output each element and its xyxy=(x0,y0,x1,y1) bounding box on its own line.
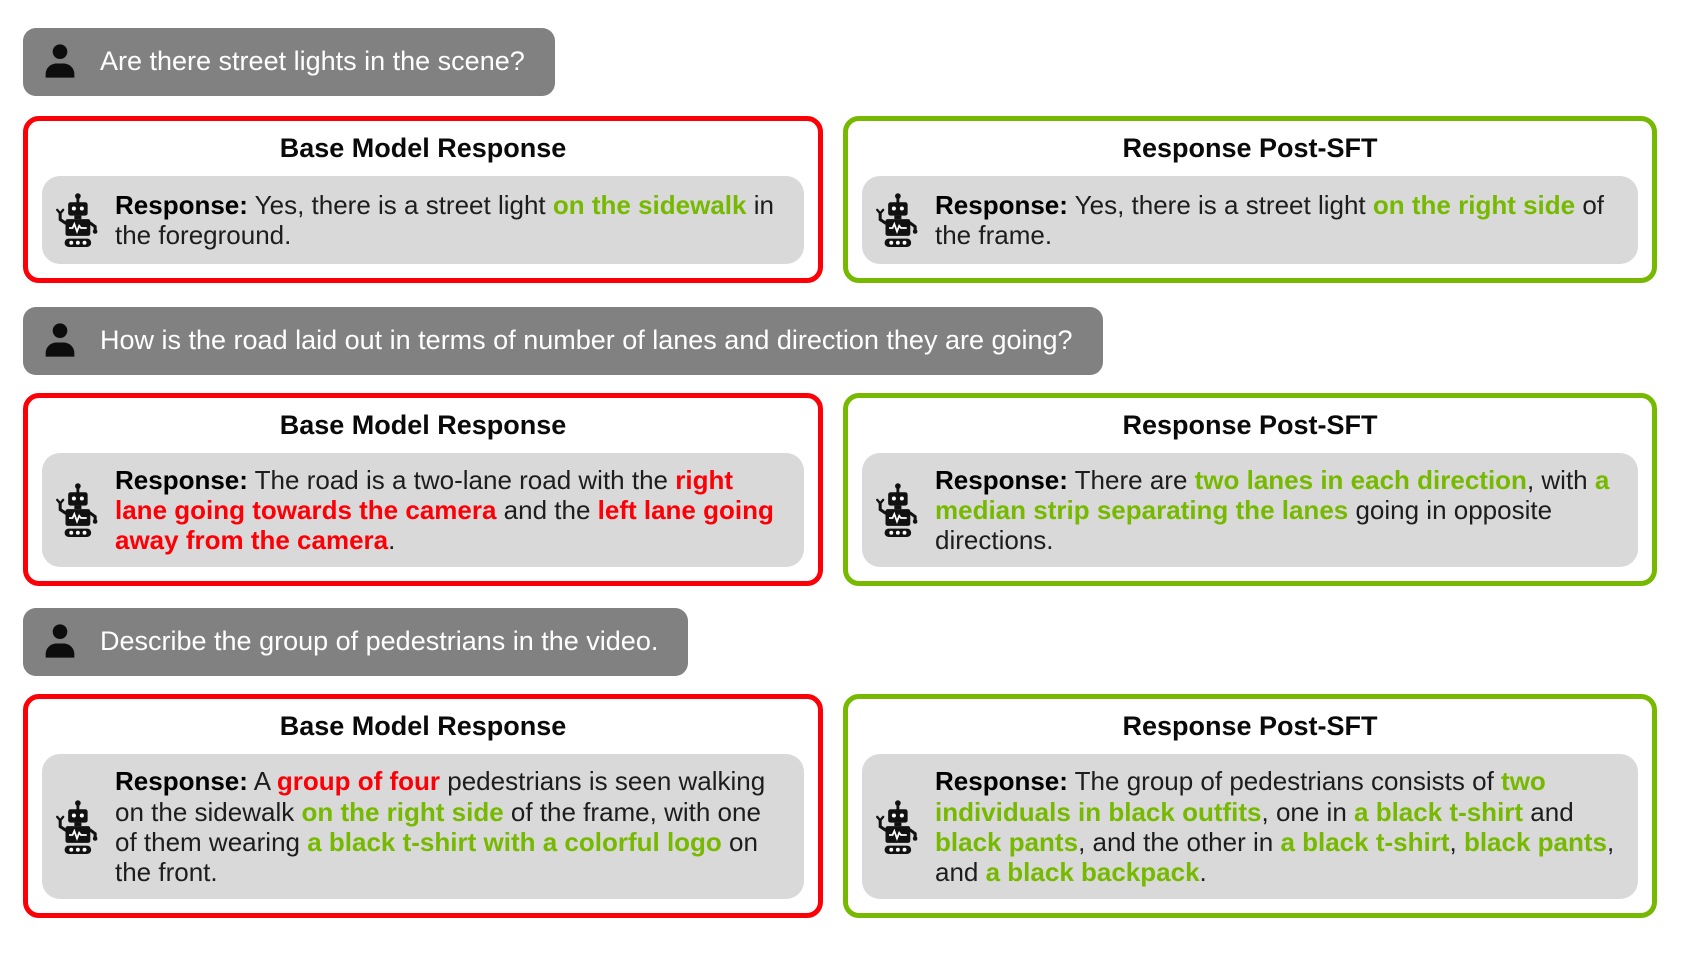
robot-icon xyxy=(874,482,920,538)
sft-response-title: Response Post-SFT xyxy=(1122,133,1378,163)
response-text: Response: There are two lanes in each di… xyxy=(935,465,1610,556)
user-icon xyxy=(40,318,80,362)
responses-row-2: Base Model Response Response: The road i… xyxy=(23,393,1657,587)
response-text: Response: Yes, there is a street light o… xyxy=(115,189,774,250)
response-bubble: Response: A group of four pedestrians is… xyxy=(42,754,804,900)
robot-icon xyxy=(54,192,100,248)
response-bubble: Response: Yes, there is a street light o… xyxy=(862,176,1638,264)
response-text: Response: Yes, there is a street light o… xyxy=(935,189,1605,250)
base-model-response-card-2: Base Model Response Response: The road i… xyxy=(23,393,823,587)
sft-response-title: Response Post-SFT xyxy=(1122,410,1378,440)
sft-response-title: Response Post-SFT xyxy=(1122,711,1378,742)
robot-icon xyxy=(54,799,100,855)
responses-row-3: Base Model Response Response: A group of… xyxy=(23,694,1657,919)
base-model-response-card-3: Base Model Response Response: A group of… xyxy=(23,694,823,919)
user-question-bubble-2: How is the road laid out in terms of num… xyxy=(23,307,1103,375)
user-question-bubble-1: Are there street lights in the scene? xyxy=(23,28,555,96)
question-text: Describe the group of pedestrians in the… xyxy=(100,626,659,657)
robot-icon xyxy=(874,192,920,248)
post-sft-response-card-3: Response Post-SFT Response: The group of… xyxy=(843,694,1657,919)
response-text: Response: The road is a two-lane road wi… xyxy=(115,465,774,556)
base-response-title: Base Model Response xyxy=(279,711,567,742)
responses-row-1: Base Model Response Response: Yes, there… xyxy=(23,116,1657,283)
user-question-bubble-3: Describe the group of pedestrians in the… xyxy=(23,608,689,677)
user-icon xyxy=(40,39,80,83)
base-response-title: Base Model Response xyxy=(279,133,567,163)
response-text: Response: The group of pedestrians consi… xyxy=(935,766,1615,887)
response-bubble: Response: There are two lanes in each di… xyxy=(862,453,1638,568)
response-bubble: Response: The group of pedestrians consi… xyxy=(862,754,1638,900)
question-text: How is the road laid out in terms of num… xyxy=(100,324,1073,355)
post-sft-response-card-1: Response Post-SFT Response: Yes, there i… xyxy=(843,116,1657,283)
response-bubble: Response: Yes, there is a street light o… xyxy=(42,176,804,264)
base-model-response-card-1: Base Model Response Response: Yes, there… xyxy=(23,116,823,283)
response-bubble: Response: The road is a two-lane road wi… xyxy=(42,453,804,568)
robot-icon xyxy=(54,482,100,538)
robot-icon xyxy=(874,799,920,855)
question-text: Are there street lights in the scene? xyxy=(100,45,525,76)
base-response-title: Base Model Response xyxy=(279,410,567,440)
response-text: Response: A group of four pedestrians is… xyxy=(115,766,766,887)
post-sft-response-card-2: Response Post-SFT Response: There are tw… xyxy=(843,393,1657,587)
user-icon xyxy=(40,619,80,663)
